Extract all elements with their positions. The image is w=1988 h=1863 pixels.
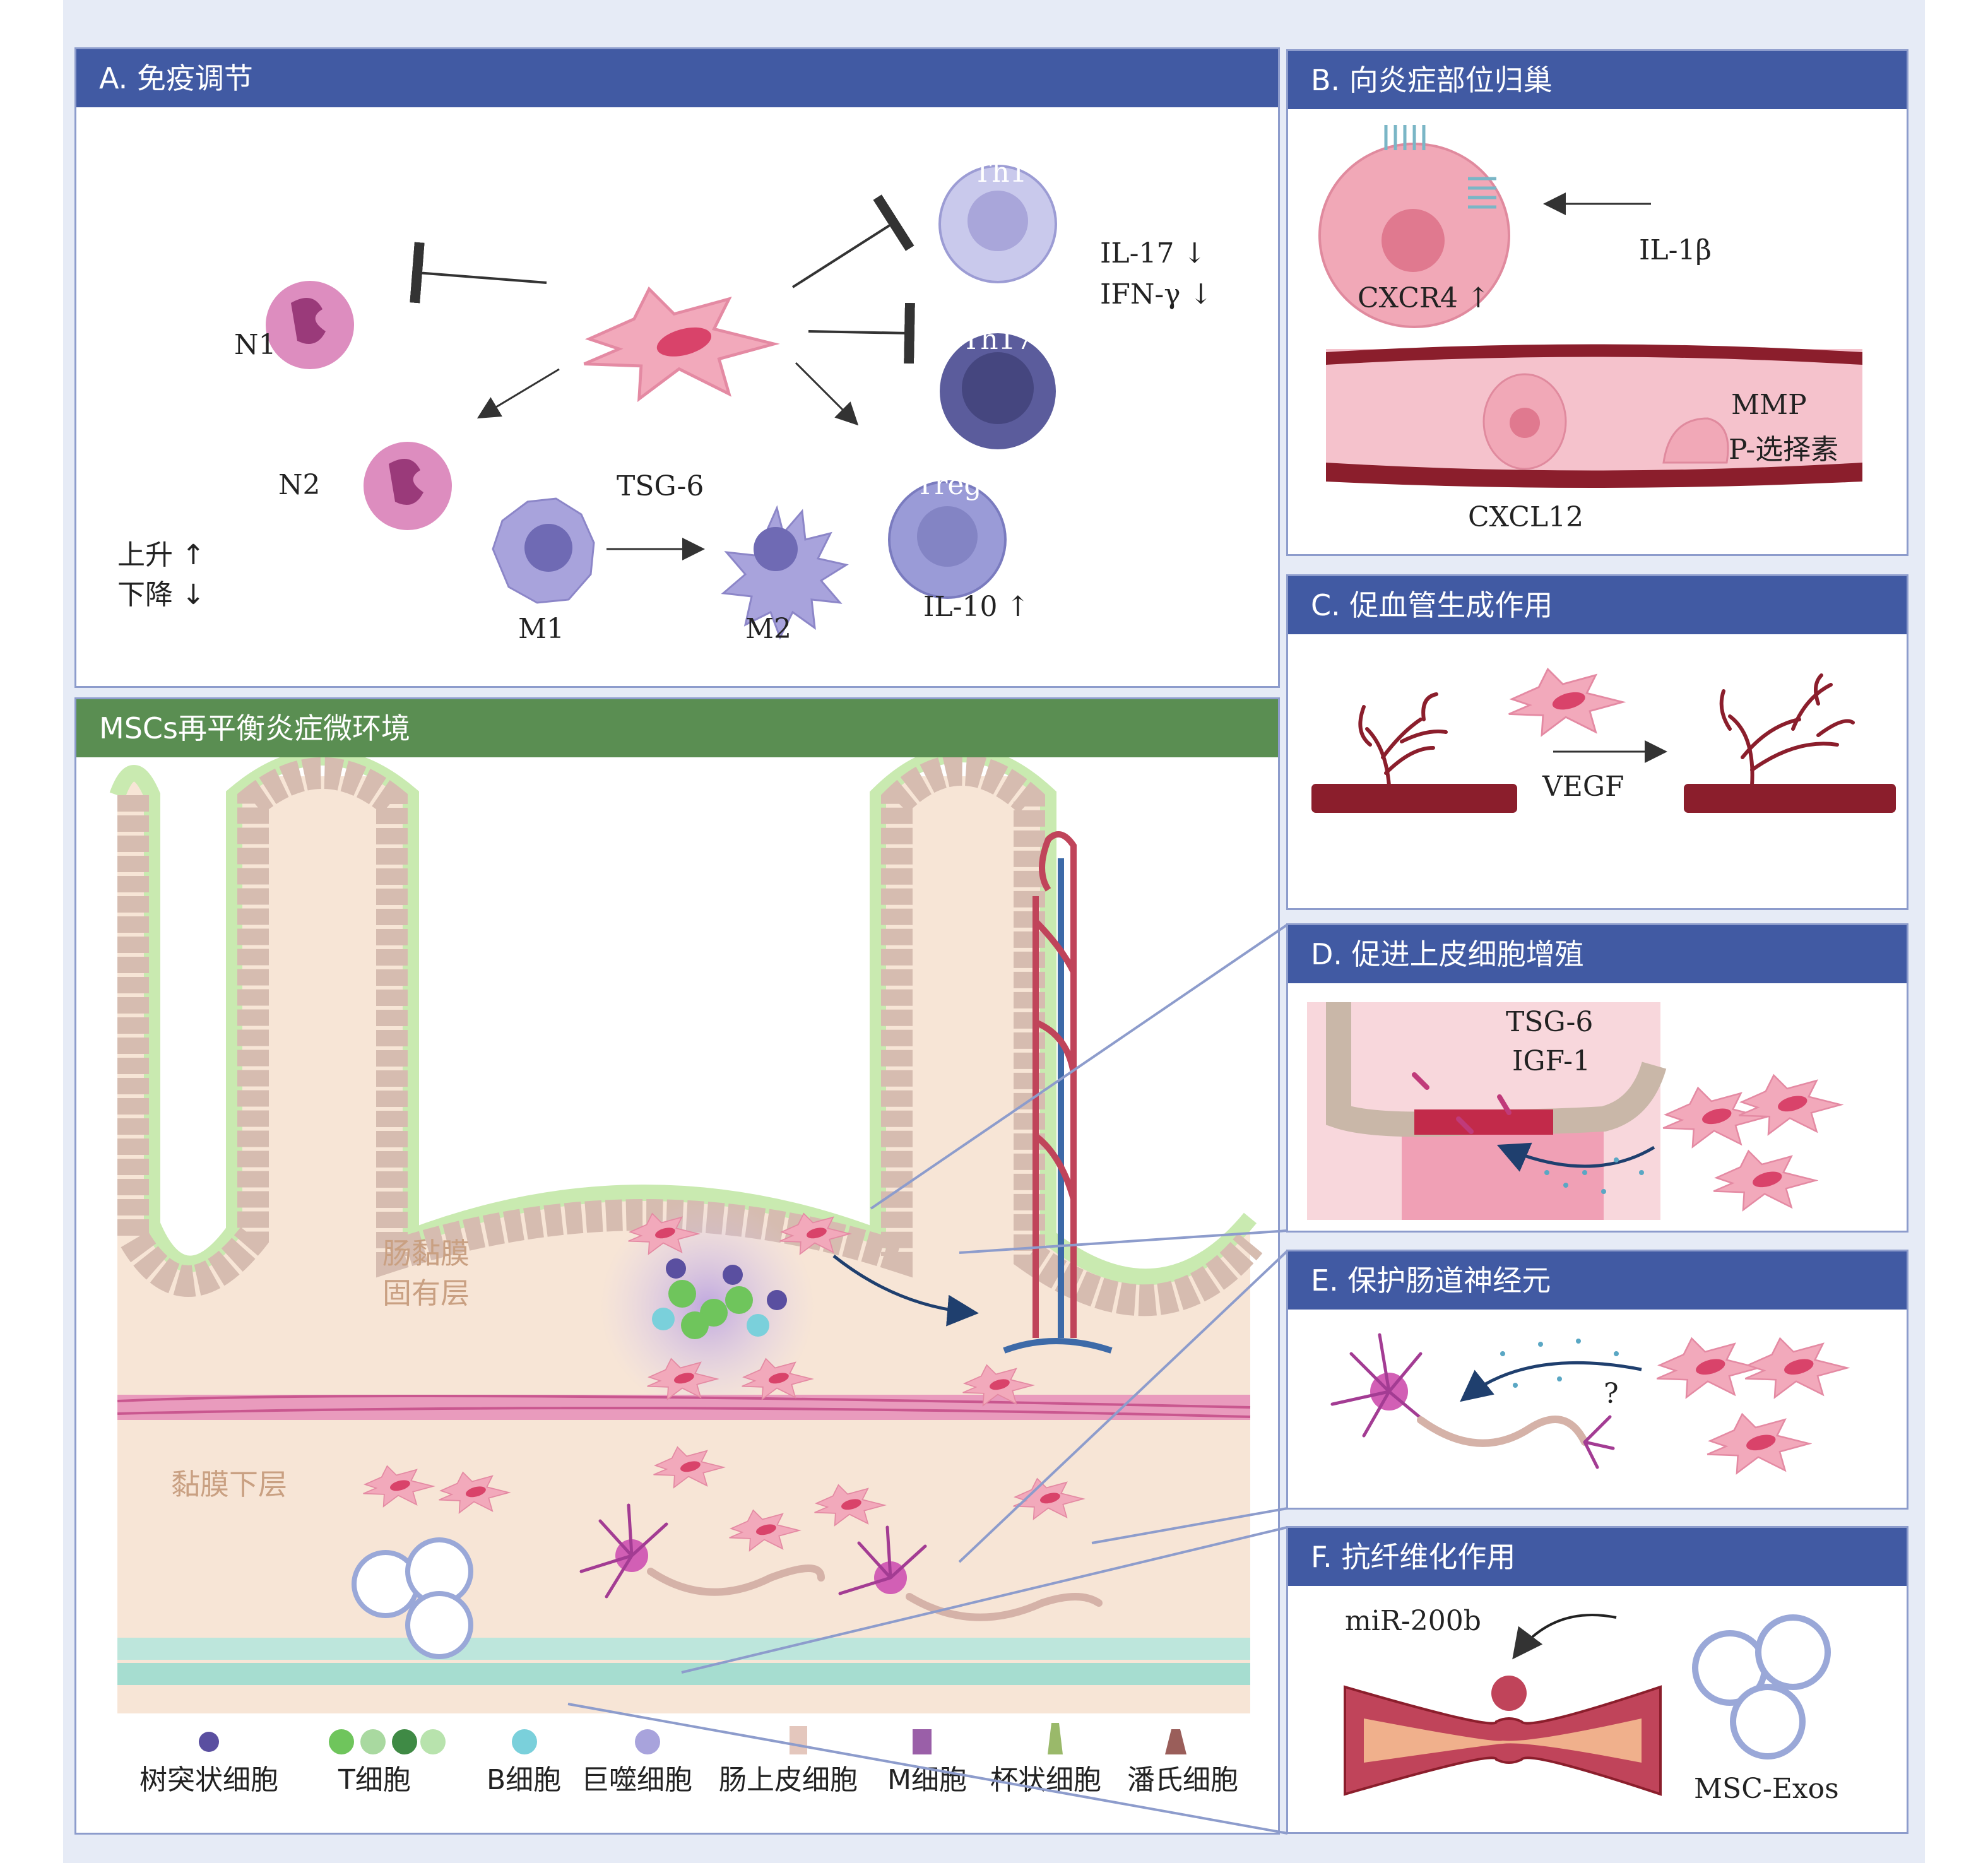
label-treg: Treg bbox=[916, 469, 982, 501]
legend-goblet: 杯状细胞 bbox=[990, 1764, 1101, 1796]
panel-epithelial-proliferation: D. 促进上皮细胞增殖 TSG-6 IGF-1 bbox=[1286, 923, 1908, 1233]
label-m2: M2 bbox=[745, 613, 792, 645]
panel-neuron-protection: E. 保护肠道神经元 ? bbox=[1286, 1250, 1908, 1510]
panel-e-illustration bbox=[1330, 1333, 1849, 1474]
label-lamina-2: 固有层 bbox=[382, 1276, 470, 1310]
receptor-icon bbox=[1384, 125, 1496, 209]
panel-c-title: C. 促血管生成作用 bbox=[1288, 576, 1907, 634]
panel-c-illustration bbox=[1311, 668, 1896, 813]
label-cxcl12: CXCL12 bbox=[1468, 501, 1584, 533]
label-il10: IL-10 ↑ bbox=[923, 591, 1030, 623]
label-th17: Th17 bbox=[962, 324, 1034, 356]
panel-a-title: A. 免疫调节 bbox=[76, 49, 1278, 107]
exosome-icon bbox=[1692, 1614, 1831, 1760]
neutrophil-icon bbox=[364, 442, 452, 530]
panel-f-title: F. 抗纤维化作用 bbox=[1288, 1528, 1907, 1586]
label-lamina-1: 肠黏膜 bbox=[382, 1236, 470, 1270]
label-vegf: VEGF bbox=[1542, 771, 1624, 803]
panel-e-title: E. 保护肠道神经元 bbox=[1288, 1251, 1907, 1310]
label-d-tsg6: TSG-6 bbox=[1506, 1006, 1594, 1038]
legend-up: 上升 ↑ bbox=[117, 539, 205, 571]
label-n1: N1 bbox=[234, 329, 276, 361]
legend-paneth: 潘氏细胞 bbox=[1127, 1764, 1238, 1796]
panel-b-illustration bbox=[1318, 125, 1862, 488]
label-tsg6: TSG-6 bbox=[617, 470, 704, 502]
label-msc-exos: MSC-Exos bbox=[1694, 1773, 1839, 1805]
intestine-icon bbox=[1344, 1676, 1662, 1796]
panel-microenvironment: MSCs再平衡炎症微环境 bbox=[74, 697, 1280, 1835]
msc-cell-icon bbox=[1655, 1337, 1849, 1474]
neuron-icon bbox=[1330, 1333, 1615, 1469]
panel-d-illustration bbox=[1307, 1002, 1842, 1220]
blood-vessel-icon bbox=[1311, 673, 1896, 813]
legend-icons bbox=[199, 1723, 1186, 1754]
label-th1: Th1 bbox=[973, 157, 1027, 189]
legend-down: 下降 ↓ bbox=[117, 579, 205, 611]
legend-dendritic: 树突状细胞 bbox=[139, 1764, 278, 1796]
label-cxcr4: CXCR4 ↑ bbox=[1358, 282, 1490, 314]
panel-f-illustration bbox=[1344, 1614, 1831, 1796]
main-title: MSCs再平衡炎症微环境 bbox=[76, 699, 1278, 757]
intestinal-tissue-illustration bbox=[109, 757, 1263, 1754]
legend-epithelial: 肠上皮细胞 bbox=[719, 1764, 858, 1796]
macrophage-icon bbox=[721, 505, 849, 640]
legend-b-cell: B细胞 bbox=[487, 1764, 562, 1796]
msc-cell-icon bbox=[1662, 1074, 1842, 1211]
label-question: ? bbox=[1604, 1378, 1619, 1410]
t-cell-icon bbox=[938, 165, 1057, 283]
legend-macrophage: 巨噬细胞 bbox=[581, 1764, 692, 1796]
t-cell-icon bbox=[888, 480, 1007, 599]
panel-b-title: B. 向炎症部位归巢 bbox=[1288, 51, 1907, 109]
label-m1: M1 bbox=[518, 613, 565, 645]
panel-homing: B. 向炎症部位归巢 IL-1β CXCR4 ↑ MMP P-选择素 CXCL1… bbox=[1286, 49, 1908, 556]
panel-d-title: D. 促进上皮细胞增殖 bbox=[1288, 925, 1907, 983]
legend-t-cell: T细胞 bbox=[338, 1764, 411, 1796]
panel-a-illustration bbox=[266, 165, 1057, 640]
panel-immune-regulation: A. 免疫调节 N1 N2 Th1 Th17 Treg M1 M2 TSG-6 … bbox=[74, 47, 1280, 688]
t-cell-icon bbox=[940, 333, 1056, 449]
macrophage-icon bbox=[492, 497, 595, 604]
neutrophil-icon bbox=[266, 281, 354, 369]
label-il17: IL-17 ↓ bbox=[1100, 237, 1207, 269]
label-ifn: IFN-γ ↓ bbox=[1100, 278, 1213, 310]
label-n2: N2 bbox=[278, 469, 321, 501]
label-pselectin: P-选择素 bbox=[1729, 434, 1839, 466]
label-submucosa: 黏膜下层 bbox=[171, 1467, 287, 1501]
panel-anti-fibrosis: F. 抗纤维化作用 miR-200b MSC-Exos bbox=[1286, 1526, 1908, 1834]
exosome-icon bbox=[352, 1537, 473, 1659]
panel-angiogenesis: C. 促血管生成作用 VEGF bbox=[1286, 574, 1908, 910]
legend-m-cell: M细胞 bbox=[887, 1764, 967, 1796]
msc-cell-icon bbox=[1508, 668, 1624, 736]
label-mmp: MMP bbox=[1731, 389, 1807, 421]
msc-cell-icon bbox=[584, 289, 774, 399]
label-il1b: IL-1β bbox=[1639, 234, 1712, 266]
label-d-igf1: IGF-1 bbox=[1512, 1045, 1590, 1077]
label-mir200b: miR-200b bbox=[1345, 1605, 1481, 1637]
blood-vessel-icon bbox=[1326, 344, 1862, 488]
